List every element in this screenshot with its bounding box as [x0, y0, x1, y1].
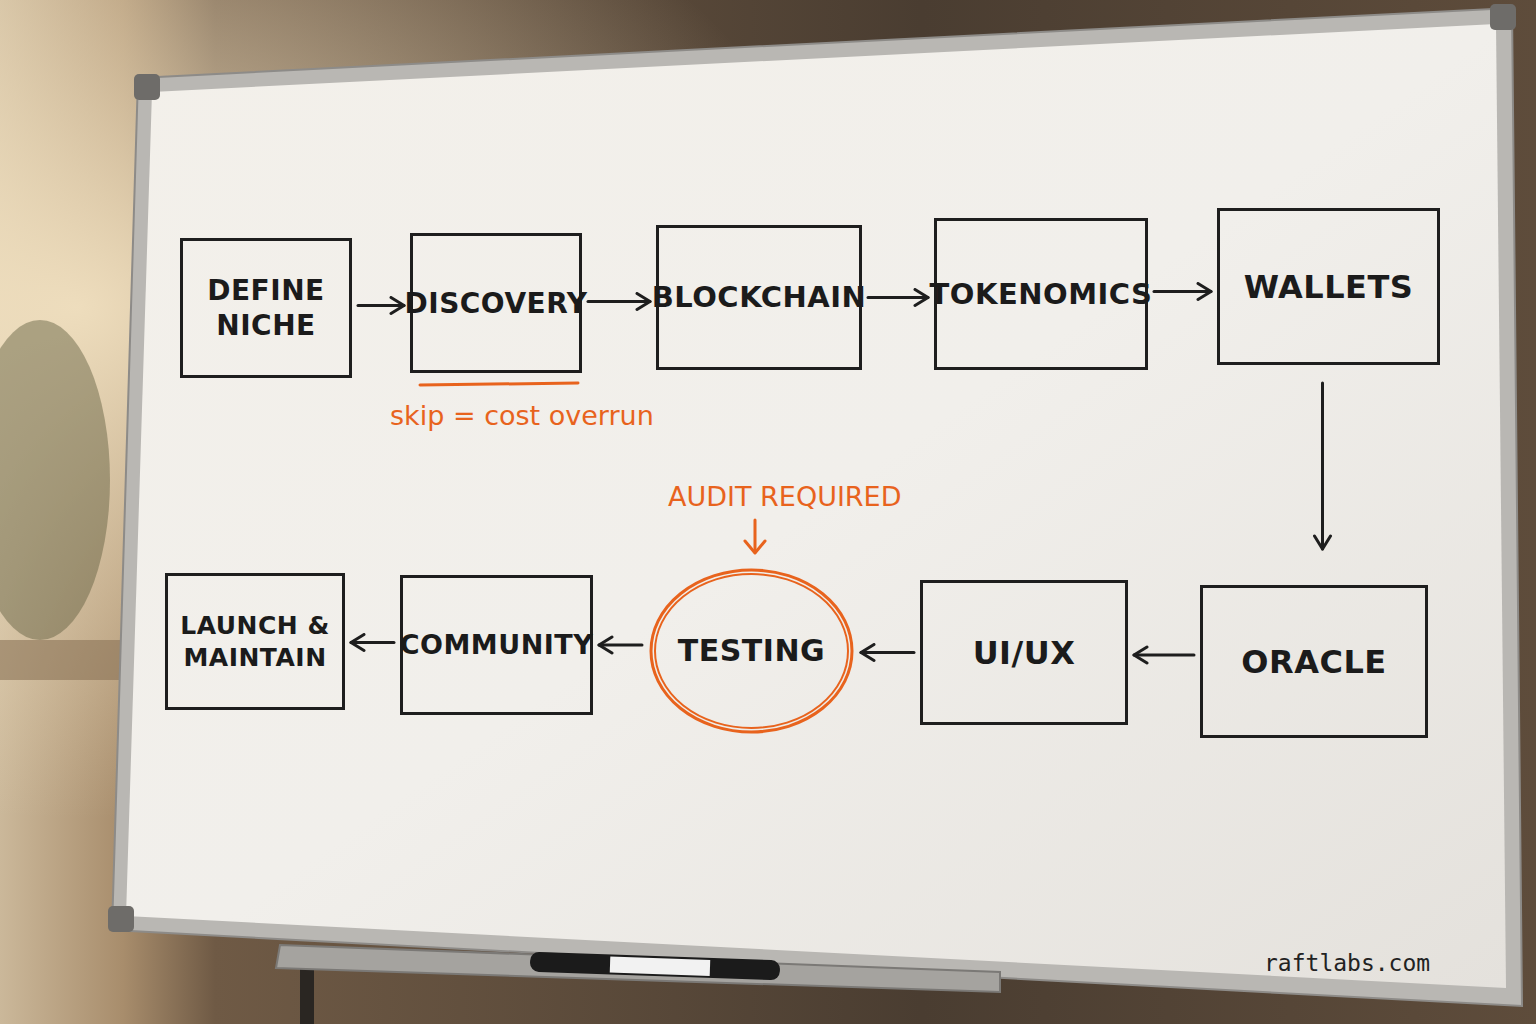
warning-note: skip = cost overrun [390, 400, 654, 431]
process-box: LAUNCH & MAINTAIN [165, 573, 345, 710]
process-box: DISCOVERY [410, 233, 582, 373]
audit-leader-head [745, 541, 765, 553]
discovery-underline [420, 383, 578, 385]
node-text: WALLETS [1244, 267, 1414, 307]
node-text: LAUNCH & MAINTAIN [174, 610, 336, 673]
frame-corner [1490, 4, 1516, 30]
process-box: UI/UX [920, 580, 1128, 725]
process-box: DEFINE NICHE [180, 238, 352, 378]
flow-arrow [868, 296, 928, 299]
watermark: raftlabs.com [1264, 950, 1430, 976]
process-box: BLOCKCHAIN [656, 225, 862, 370]
flow-arrow [358, 304, 404, 307]
flow-arrow [1321, 383, 1324, 549]
frame-corner [108, 906, 134, 932]
flow-arrow [1154, 290, 1211, 293]
flow-arrow [588, 300, 650, 303]
plant-blur [0, 320, 110, 640]
node-text: BLOCKCHAIN [652, 279, 867, 315]
marker-tray [276, 945, 1000, 992]
node-text: TESTING [678, 632, 825, 670]
marker-label [610, 956, 710, 975]
process-box: COMMUNITY [400, 575, 593, 715]
process-box: ORACLE [1200, 585, 1428, 738]
board-frame [112, 8, 1522, 1006]
node-text: ORACLE [1241, 642, 1386, 682]
audit-note: AUDIT REQUIRED [668, 481, 901, 512]
circle-stroke [655, 574, 848, 728]
circle-stroke [651, 570, 852, 732]
flow-arrow [861, 651, 914, 654]
flow-arrow [351, 641, 394, 644]
process-box: TOKENOMICS [934, 218, 1148, 370]
flow-arrow [599, 644, 642, 647]
marker [530, 952, 781, 981]
node-text: DEFINE NICHE [189, 273, 343, 343]
frame-corner [134, 74, 160, 100]
process-box: WALLETS [1217, 208, 1440, 365]
board-surface [126, 24, 1506, 988]
node-text: UI/UX [973, 633, 1076, 673]
audit-leader [754, 520, 757, 552]
node-text: TOKENOMICS [930, 276, 1153, 312]
node-text: DISCOVERY [404, 286, 587, 321]
flow-arrow [1134, 654, 1194, 657]
highlighted-circle: TESTING [648, 567, 855, 735]
node-text: COMMUNITY [400, 628, 594, 662]
